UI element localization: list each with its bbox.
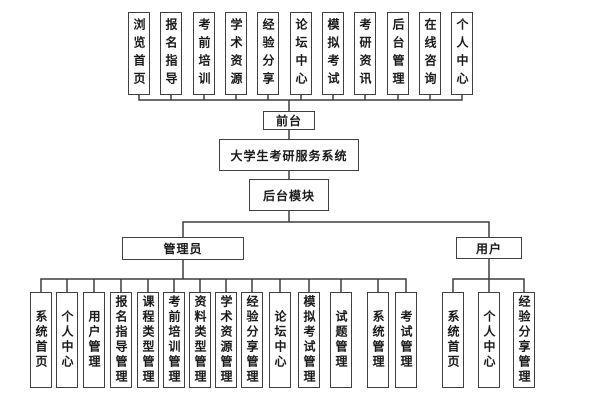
admin-module-box: 模拟考试管理 bbox=[298, 292, 320, 388]
front-module-box: 论坛中心 bbox=[290, 12, 312, 95]
admin-module-box: 试题管理 bbox=[330, 292, 352, 388]
front-side-box: 前台 bbox=[263, 111, 315, 130]
admin-module-box: 学术资源管理 bbox=[215, 292, 237, 388]
backend-module-box: 后台模块 bbox=[249, 179, 329, 211]
admin-module-box: 考试管理 bbox=[395, 292, 417, 388]
admin-module-box: 考前培训管理 bbox=[163, 292, 185, 388]
admin-module-box: 论坛中心 bbox=[269, 292, 291, 388]
admin-module-box: 课程类型管理 bbox=[137, 292, 159, 388]
front-module-box: 个人中心 bbox=[451, 12, 473, 95]
admin-role-box: 管理员 bbox=[122, 237, 244, 260]
user-role-box: 用户 bbox=[456, 237, 522, 259]
user-module-box: 个人中心 bbox=[478, 292, 500, 388]
front-module-box: 模拟考试 bbox=[322, 12, 344, 95]
admin-module-box: 系统首页 bbox=[30, 292, 52, 388]
front-module-box: 考研资讯 bbox=[354, 12, 376, 95]
front-module-box: 在线咨询 bbox=[419, 12, 441, 95]
admin-module-box: 经验分享管理 bbox=[241, 292, 263, 388]
user-module-box: 经验分享管理 bbox=[513, 292, 535, 388]
system-root-box: 大学生考研服务系统 bbox=[219, 139, 359, 171]
admin-module-box: 个人中心 bbox=[56, 292, 78, 388]
front-module-box: 经验分享 bbox=[257, 12, 279, 95]
front-module-box: 浏览首页 bbox=[128, 12, 150, 95]
admin-module-box: 资料类型管理 bbox=[189, 292, 211, 388]
user-module-box: 系统首页 bbox=[442, 292, 464, 388]
admin-module-box: 系统管理 bbox=[367, 292, 389, 388]
admin-module-box: 用户管理 bbox=[83, 292, 105, 388]
front-module-box: 学术资源 bbox=[225, 12, 247, 95]
front-module-box: 后台管理 bbox=[387, 12, 409, 95]
front-module-box: 报名指导 bbox=[160, 12, 182, 95]
front-module-box: 考前培训 bbox=[193, 12, 215, 95]
admin-module-box: 报名指导管理 bbox=[110, 292, 132, 388]
